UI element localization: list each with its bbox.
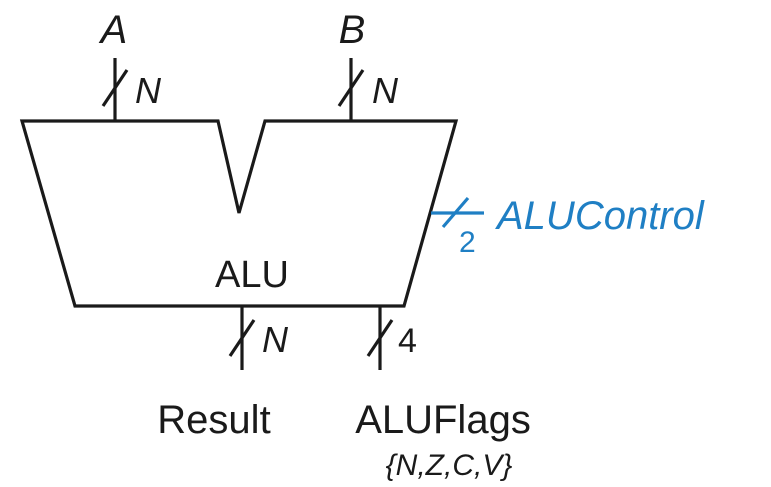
bus-width-slash-flags (366, 319, 394, 357)
result-output: N Result (157, 306, 289, 442)
flags-label: ALUFlags (355, 398, 531, 442)
input-b: B N (337, 8, 399, 121)
alu-control-width: 2 (459, 226, 476, 259)
input-b-label: B (339, 8, 366, 52)
alu-control-label: ALUControl (495, 194, 705, 238)
bus-width-slash-control (441, 196, 470, 229)
bus-width-slash-result (228, 319, 256, 357)
bus-width-slash-a (101, 69, 129, 107)
alu-control-input: 2 ALUControl (431, 194, 705, 259)
flags-members: {N,Z,C,V} (386, 449, 513, 482)
input-a-label: A (99, 8, 128, 52)
alu-body (19, 119, 459, 308)
input-a-width: N (135, 70, 162, 111)
input-a: A N (99, 8, 162, 121)
bus-width-slash-b (337, 69, 365, 107)
result-label: Result (157, 398, 270, 442)
flags-width: 4 (398, 322, 417, 360)
alu-label: ALU (215, 254, 289, 296)
input-b-width: N (372, 70, 399, 111)
result-width: N (262, 319, 289, 360)
flags-output: 4 ALUFlags {N,Z,C,V} (355, 306, 531, 482)
